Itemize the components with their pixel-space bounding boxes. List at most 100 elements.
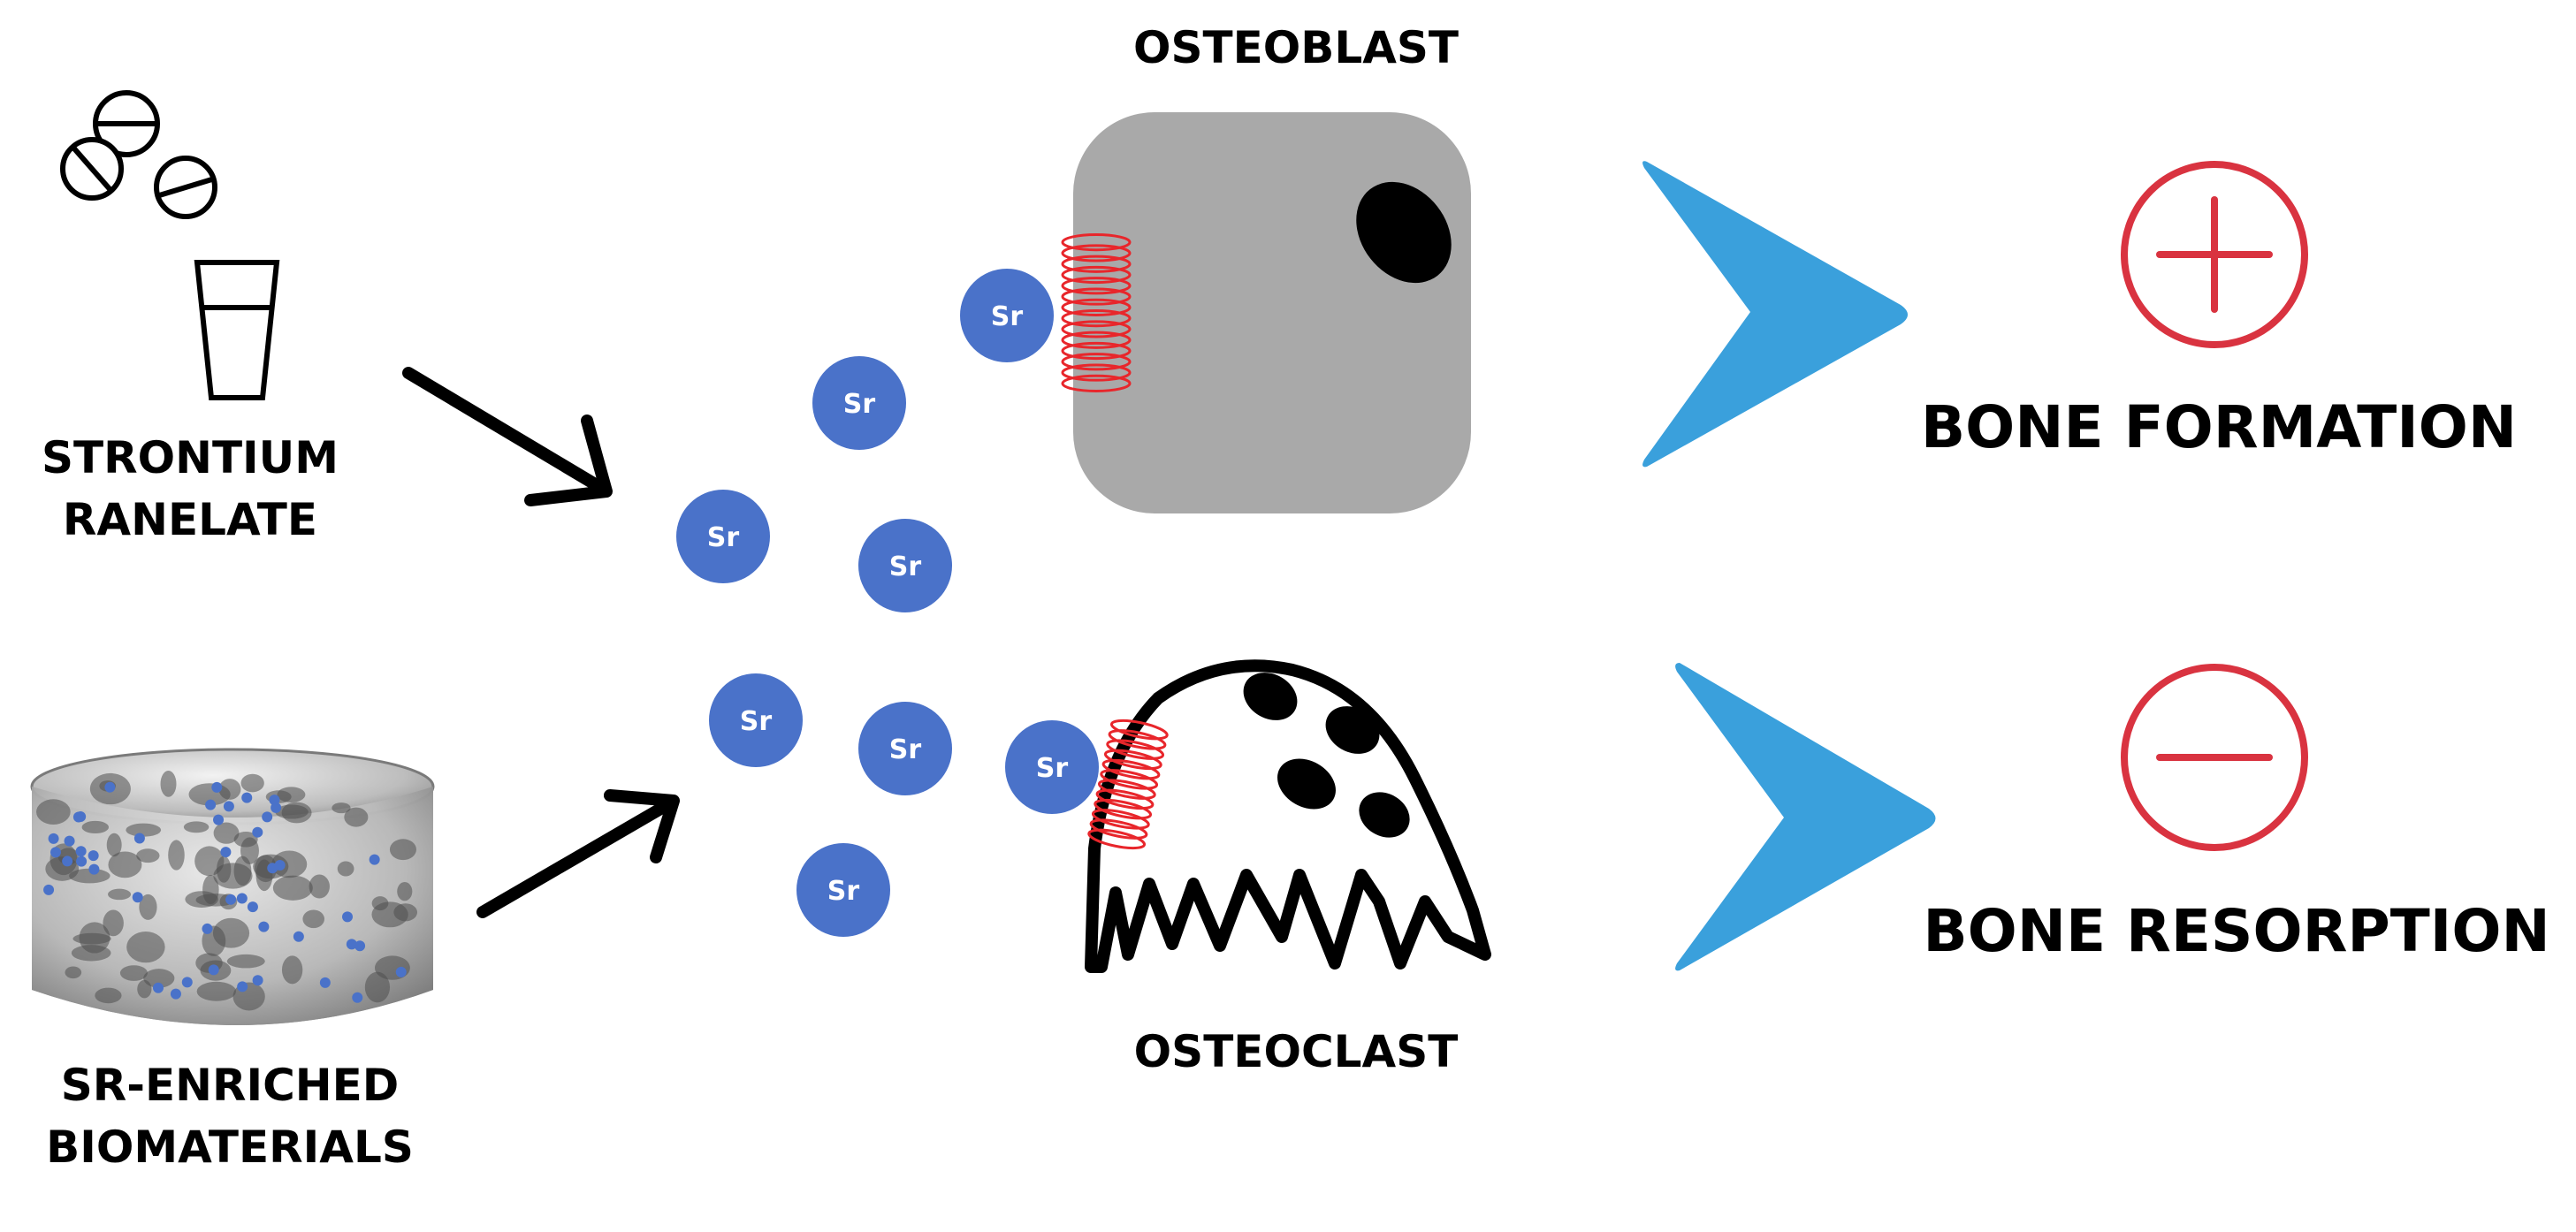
scaffold-pore xyxy=(79,922,111,954)
scaffold-pore xyxy=(309,874,330,899)
scaffold-sr-dot xyxy=(48,833,59,844)
scaffold-pore xyxy=(36,799,71,825)
pills-icon xyxy=(60,90,217,219)
sr-ion-label: Sr xyxy=(843,389,876,420)
scaffold-pore xyxy=(69,868,111,884)
scaffold-pore xyxy=(195,894,236,907)
scaffold-sr-dot xyxy=(72,811,84,823)
scaffold-sr-dot xyxy=(225,894,237,905)
sr-ion xyxy=(709,673,803,767)
cup-icon xyxy=(194,260,280,400)
porous-scaffold-icon xyxy=(30,748,435,1025)
scaffold-pore xyxy=(143,969,175,988)
sr-ion-label: Sr xyxy=(740,706,773,737)
scaffold-pore xyxy=(65,966,82,979)
scaffold-pore xyxy=(240,773,264,793)
arrow-from-strontium-ranelate xyxy=(402,367,613,506)
sr-ion-label: Sr xyxy=(827,876,860,907)
scaffold-pore xyxy=(233,831,258,848)
scaffold-sr-dot xyxy=(369,854,380,865)
receptor-loop xyxy=(1061,341,1132,361)
scaffold-pore xyxy=(139,894,157,920)
scaffold-pore xyxy=(108,888,132,901)
sr-ion xyxy=(796,843,890,937)
receptor-loop xyxy=(1061,244,1132,262)
receptor-loop xyxy=(1109,719,1169,741)
osteoclast-cell xyxy=(1085,659,1491,973)
scaffold-sr-dot xyxy=(269,795,280,806)
scaffold-pore xyxy=(126,932,165,963)
scaffold-sr-dot xyxy=(205,799,217,810)
scaffold-pore xyxy=(168,840,185,871)
osteoclast-nucleus xyxy=(1277,758,1336,810)
scaffold-pore xyxy=(194,846,225,877)
scaffold-sr-dot xyxy=(223,801,234,812)
scaffold-pore xyxy=(119,965,148,981)
scaffold-sr-dot xyxy=(252,975,263,986)
osteoblast-cell xyxy=(1073,112,1471,513)
scaffold-sr-dot xyxy=(319,977,331,988)
scaffold-sr-dot xyxy=(202,923,213,934)
receptor-loop xyxy=(1061,255,1132,273)
sr-ion xyxy=(858,519,952,612)
scaffold-pore xyxy=(302,909,324,929)
scaffold-sr-dot xyxy=(346,939,357,950)
osteoclast-nucleus xyxy=(1359,792,1410,838)
sr-ion xyxy=(858,702,952,795)
scaffold-pore xyxy=(136,848,160,863)
sr-ion-label: Sr xyxy=(707,522,740,553)
plus-icon xyxy=(2121,161,2308,348)
scaffold-sr-dot xyxy=(293,931,304,942)
scaffold-sr-dot xyxy=(170,988,181,1000)
sr-ion-label: Sr xyxy=(889,734,922,765)
scaffold-pore xyxy=(364,971,391,1003)
strontium-ranelate-label: STRONTIUM RANELATE xyxy=(0,432,380,545)
osteoblast-label: OSTEOBLAST xyxy=(1132,22,1459,73)
receptor-loop xyxy=(1094,798,1153,820)
osteoclast-label: OSTEOCLAST xyxy=(1133,1026,1459,1077)
receptor-loop xyxy=(1061,298,1132,316)
scaffold-sr-dot xyxy=(62,856,73,867)
scaffold-sr-dot xyxy=(75,846,87,857)
scaffold-pore xyxy=(393,903,418,922)
receptor-loop xyxy=(1061,374,1132,392)
receptor-loop xyxy=(1095,788,1155,810)
scaffold-sr-dot xyxy=(208,964,219,976)
receptor-loop xyxy=(1103,749,1162,771)
scaffold-sr-dot xyxy=(152,982,164,993)
receptor-loop xyxy=(1061,331,1132,349)
scaffold-pore xyxy=(212,917,250,948)
osteoclast-receptor-coil xyxy=(1087,719,1169,850)
strontium-ranelate-line1: STRONTIUM xyxy=(41,432,339,483)
minus-icon xyxy=(2121,664,2308,851)
scaffold-pore xyxy=(213,822,240,844)
scaffold-pore xyxy=(81,820,110,834)
receptor-loop xyxy=(1061,265,1132,285)
sr-ion-label: Sr xyxy=(889,551,922,582)
scaffold-sr-dot xyxy=(88,850,99,862)
scaffold-pore xyxy=(272,875,313,901)
receptor-loop xyxy=(1061,277,1132,295)
receptor-loop xyxy=(1061,353,1132,371)
scaffold-sr-dot xyxy=(64,835,75,847)
osteoclast-nucleus xyxy=(1243,673,1298,720)
receptor-loop xyxy=(1106,739,1165,760)
scaffold-pore xyxy=(337,861,354,877)
receptor-loop xyxy=(1108,729,1167,750)
scaffold-sr-dot xyxy=(395,966,407,977)
scaffold-pore xyxy=(126,823,162,837)
scaffold-sr-dot xyxy=(262,811,273,823)
scaffold-pore xyxy=(332,802,351,814)
arrow-from-sr-biomaterials xyxy=(476,789,680,918)
blue-arrow-formation xyxy=(1642,161,1908,468)
scaffold-pore xyxy=(108,851,142,878)
scaffold-pore xyxy=(196,981,237,1001)
scaffold-pore xyxy=(160,770,177,797)
strontium-ranelate-line2: RANELATE xyxy=(62,493,318,545)
scaffold-sr-dot xyxy=(237,981,248,992)
scaffold-sr-dot xyxy=(241,792,253,803)
scaffold-pore xyxy=(389,839,416,861)
